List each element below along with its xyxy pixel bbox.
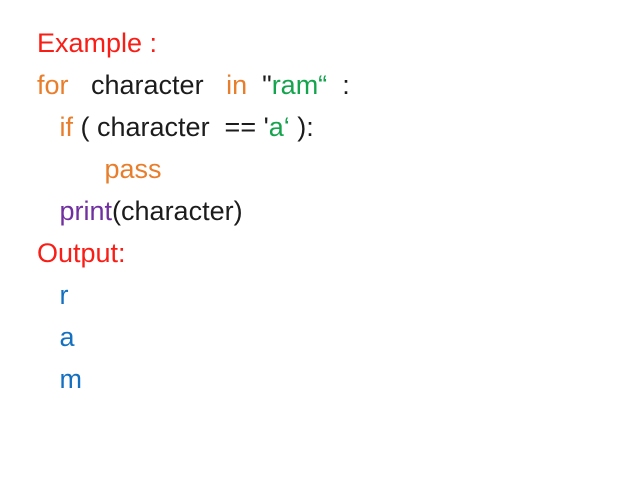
code-token [37,364,60,394]
code-token: a [59,322,75,352]
code-token: : [327,70,350,100]
code-token [37,196,60,226]
code-token: m [59,364,83,394]
code-token: print [59,196,113,226]
code-for-statement: for character in "ram“ : [37,64,638,106]
heading-example: Example : [37,22,638,64]
output-line-m: m [37,358,638,400]
code-token: Example : [37,28,158,58]
code-token: Output: [37,238,126,268]
code-token [37,154,105,184]
heading-output: Output: [37,232,638,274]
code-token: in [226,70,248,100]
code-token: ram“ [271,70,328,100]
code-token: for [37,70,69,100]
code-token [37,112,60,142]
code-token: character [68,70,227,100]
code-token: ): [289,112,314,142]
code-token: r [59,280,69,310]
code-print-statement: print(character) [37,190,638,232]
code-token: " [247,70,272,100]
code-pass-statement: pass [37,148,638,190]
code-token: (character) [112,196,243,226]
code-token: pass [104,154,162,184]
code-if-statement: if ( character == 'a‘ ): [37,106,638,148]
code-token [37,322,60,352]
code-token: if [59,112,74,142]
code-token: ( character == ' [73,112,269,142]
output-line-r: r [37,274,638,316]
output-line-a: a [37,316,638,358]
code-token: a‘ [268,112,290,142]
code-token [37,280,60,310]
